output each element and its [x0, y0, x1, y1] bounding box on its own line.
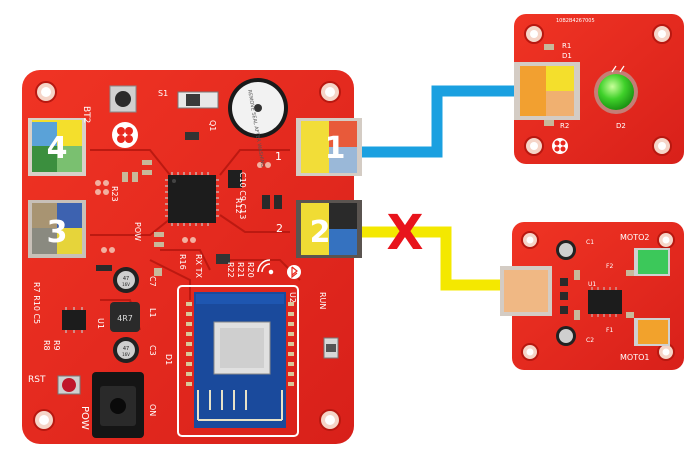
led-module-serial: 10B2B4267005 [556, 18, 595, 24]
smd-components [96, 132, 282, 276]
capacitor-c3-voltage: 16V [122, 352, 130, 357]
motor-smd-parts [560, 270, 634, 320]
motor-u1-label: U1 [588, 281, 596, 288]
power-jack[interactable] [92, 372, 144, 438]
q1-label: Q1 [208, 120, 217, 131]
motor-f2-label: F2 [606, 263, 613, 270]
motor-capacitor-c2 [556, 326, 576, 346]
inductor-value: 4R7 [117, 314, 133, 323]
r20-label: R20 [246, 262, 255, 278]
run-toggle[interactable] [323, 337, 339, 359]
mounting-holes [33, 81, 341, 431]
r16-label: R16 [178, 254, 187, 270]
led-module-connector[interactable] [514, 62, 580, 120]
pow-mid-label: POW [133, 222, 142, 241]
r23-label: R23 [110, 186, 119, 202]
run-label: RUN [318, 292, 327, 309]
logo-icon [112, 122, 138, 148]
main-controller-board: 4 3 1 2 [22, 70, 362, 444]
capacitor-c7-value: 47 [123, 276, 129, 282]
rst-label: RST [28, 375, 46, 385]
bluetooth-module [177, 285, 299, 437]
u1-label: U1 [96, 318, 105, 329]
u2-label: U2 [288, 292, 297, 303]
capacitor-c3: 47 16V [113, 337, 139, 363]
led-d1-label: D1 [562, 52, 572, 60]
moto1-label: MOTO1 [620, 353, 649, 362]
bt2-pushbutton[interactable] [109, 85, 137, 113]
port-1-connector[interactable]: 1 [296, 118, 362, 176]
port-3-number: 3 [47, 215, 68, 250]
s1-label: S1 [158, 89, 168, 98]
r8-label: R8 [42, 340, 51, 351]
bluetooth-icon [287, 265, 301, 279]
moto1-connector[interactable] [634, 318, 670, 346]
port-4-connector[interactable]: 4 [28, 118, 86, 176]
motor-module-connector[interactable] [500, 266, 552, 316]
led-r1-label: R1 [562, 42, 571, 50]
capacitor-c7-voltage: 16V [122, 282, 130, 287]
port-4-number: 4 [47, 131, 68, 166]
r22-label: R22 [226, 262, 235, 278]
capacitor-c3-value: 47 [123, 346, 129, 352]
l1-label: L1 [148, 308, 157, 318]
motor-capacitor-c1 [556, 240, 576, 260]
pcb-traces [90, 149, 301, 331]
regulator-chip [62, 307, 86, 333]
num-1-label: 1 [275, 150, 282, 163]
wireless-icon [257, 259, 274, 275]
motor-f1-label: F1 [606, 327, 613, 334]
via-holes [95, 162, 271, 253]
s1-switch[interactable] [177, 91, 219, 109]
r12-label: R12 [234, 198, 243, 214]
rx-tx-label: RX TX [194, 254, 203, 278]
bt2-label: BT2 [81, 106, 91, 123]
motor-driver-chip [588, 287, 622, 317]
r21-label: R21 [236, 262, 245, 278]
led-module-holes [524, 24, 672, 156]
motor-c2-label: C2 [586, 337, 594, 344]
c7-label: C7 [148, 276, 157, 287]
led-module-logo-icon [552, 138, 568, 154]
pow-label: POW [79, 406, 90, 430]
reset-button[interactable] [57, 375, 81, 395]
inductor-4r7: 4R7 [110, 302, 140, 332]
motor-driver-module: MOTO2 MOTO1 C1 C2 U1 F2 F1 [500, 222, 684, 370]
port-1-number: 1 [325, 131, 346, 166]
moto2-label: MOTO2 [620, 233, 649, 242]
motor-module-holes [521, 231, 675, 361]
port-3-connector[interactable]: 3 [28, 200, 86, 258]
moto2-connector[interactable] [634, 248, 670, 276]
led-d2-label: D2 [616, 122, 626, 130]
yellow-wire [362, 226, 502, 291]
capacitor-c7: 47 16V [113, 267, 139, 293]
d1-label: D1 [164, 354, 173, 365]
c3-label: C3 [148, 345, 157, 356]
led-r2-label: R2 [560, 122, 569, 130]
blue-wire [362, 85, 516, 158]
num-2-label: 2 [276, 222, 283, 235]
mcu-chip [165, 172, 219, 226]
r9-label: R9 [52, 340, 61, 351]
on-label: ON [148, 404, 157, 416]
c10-label: C10 C9 C13 [238, 172, 247, 219]
green-led [594, 65, 638, 114]
port-2-number: 2 [310, 215, 331, 250]
r7-label: R7 R10 C5 [32, 282, 41, 324]
port-2-connector[interactable]: 2 [296, 200, 362, 258]
x-mark: X [386, 205, 423, 261]
motor-c1-label: C1 [586, 239, 594, 246]
led-module: 10B2B4267005 R1 D1 R2 D2 [514, 14, 684, 164]
